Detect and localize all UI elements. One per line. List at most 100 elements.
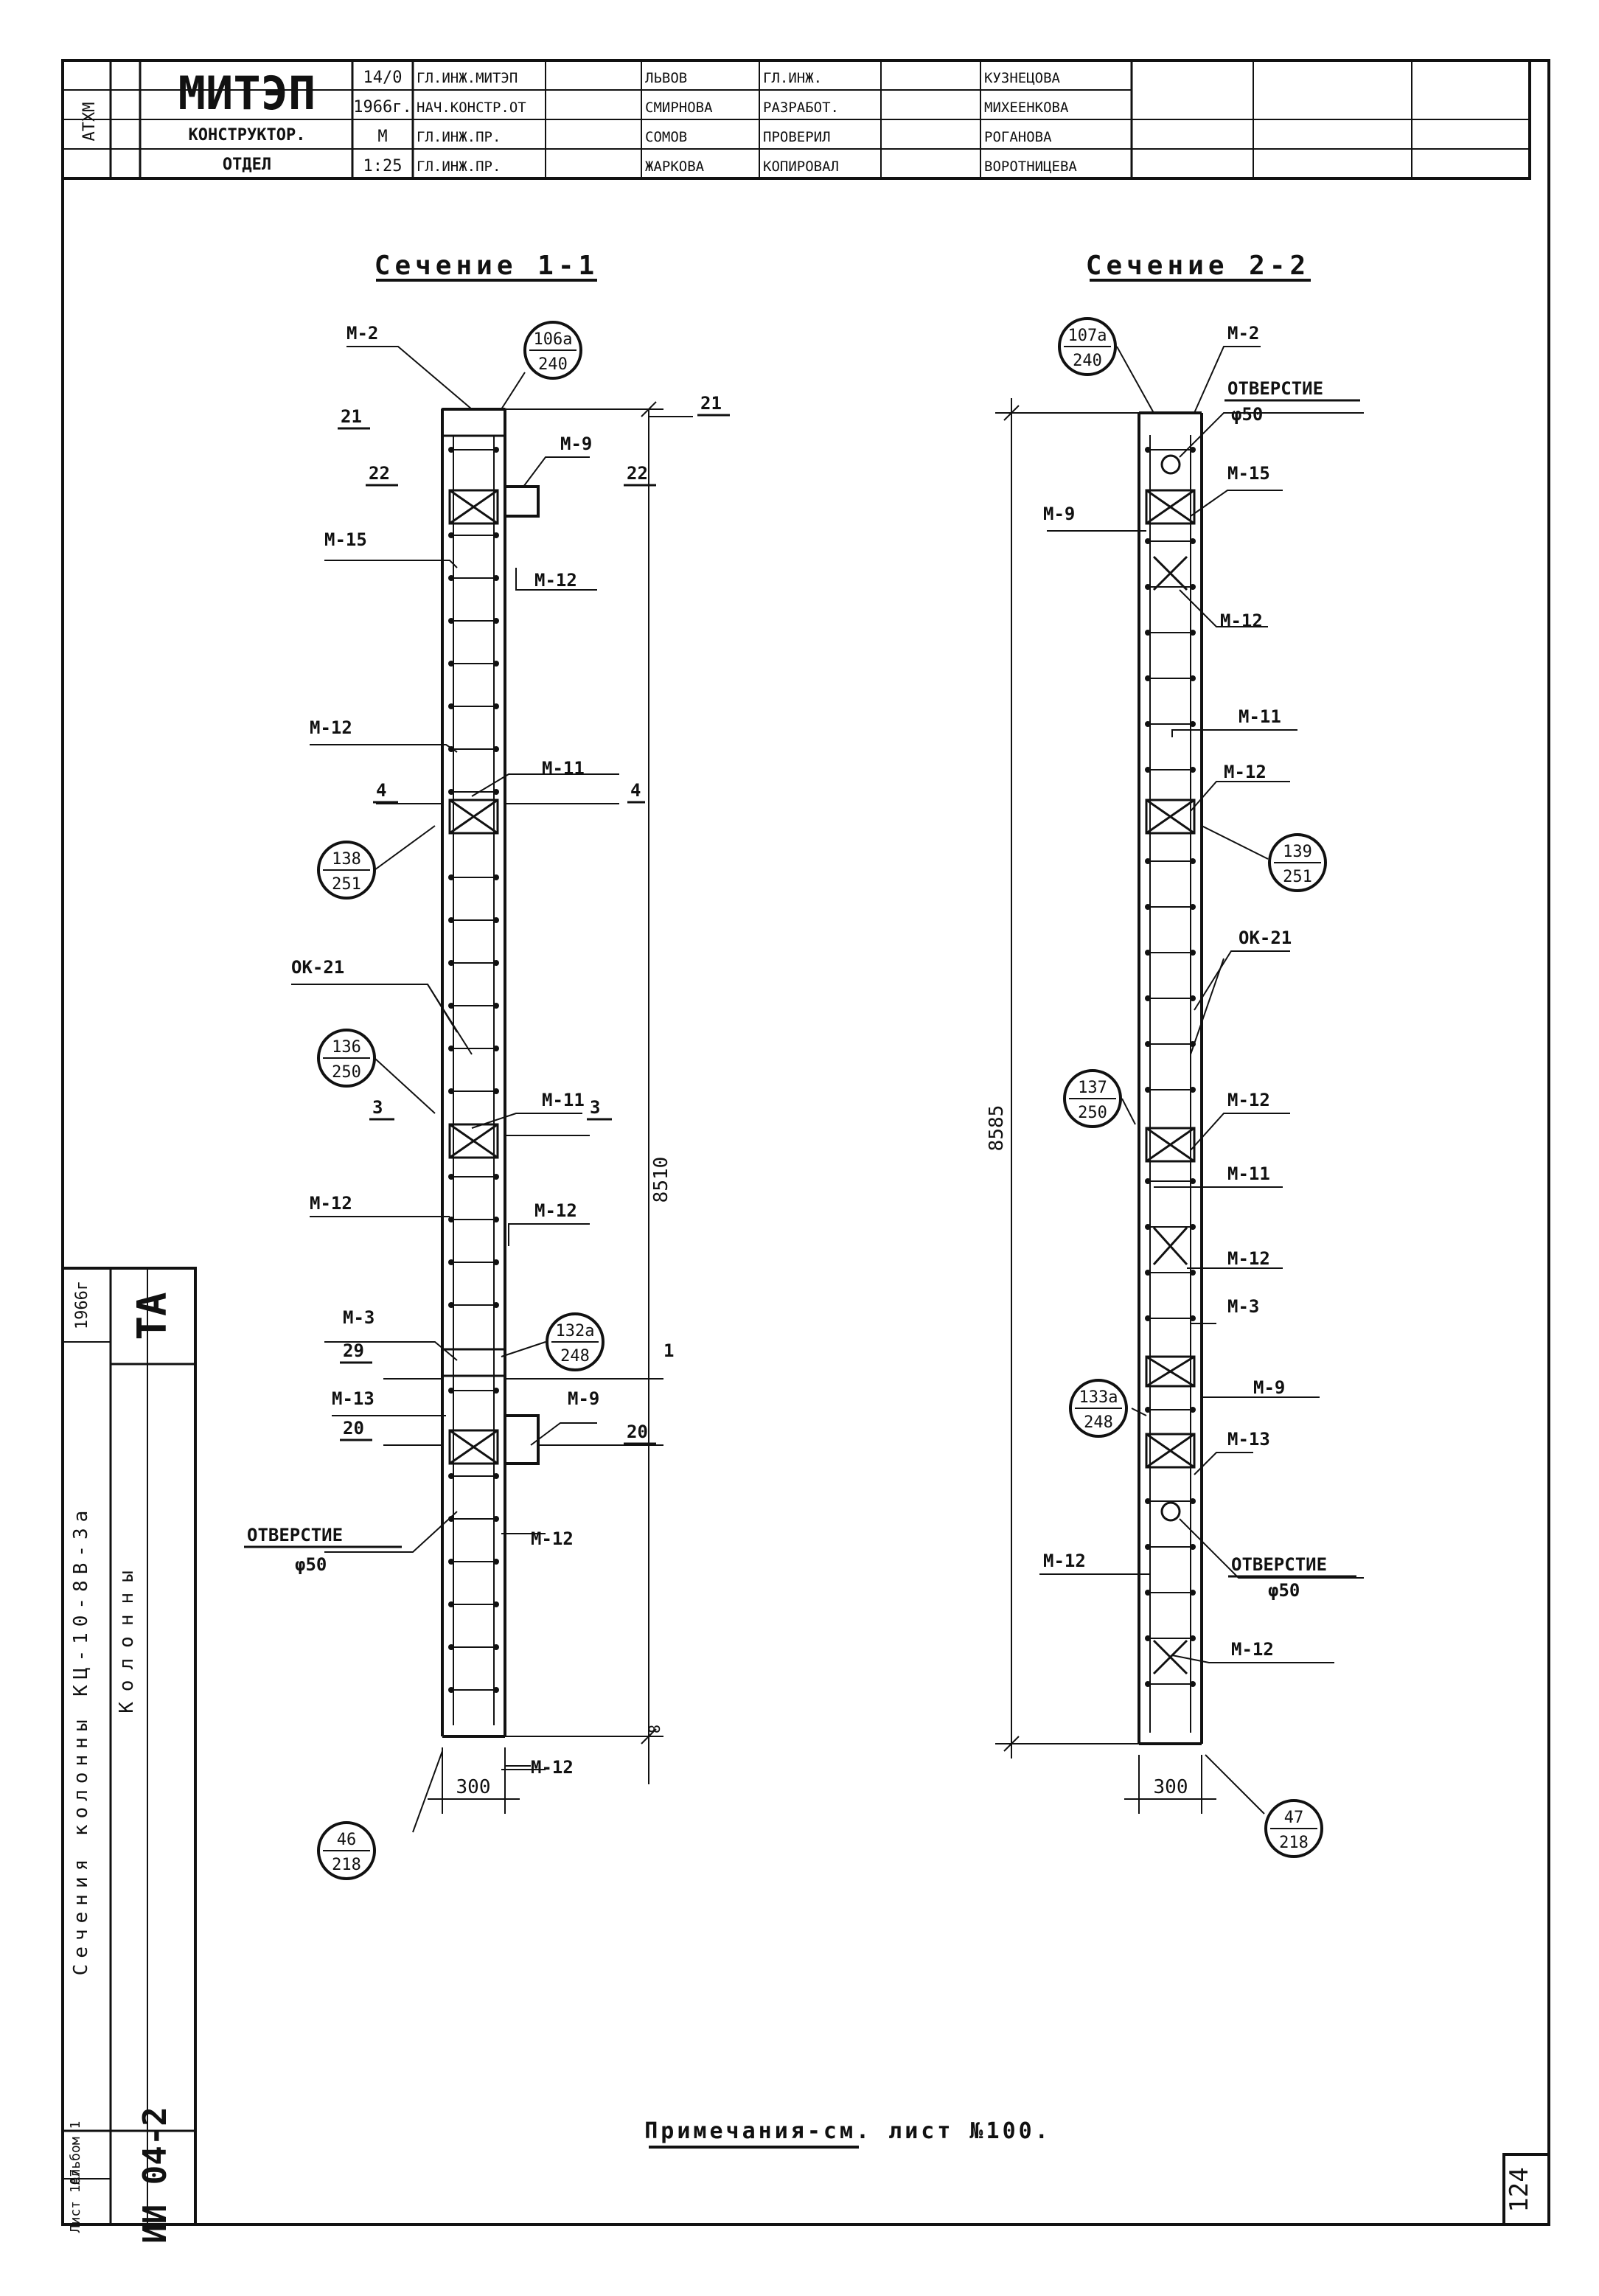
rebar-dot [1145,584,1151,590]
title-block-rows: ГЛ.ИНЖ.МИТЭПНАЧ.КОНСТР.ОТГЛ.ИНЖ.ПР.ГЛ.ИН… [417,70,1077,175]
callout-bottom: 248 [560,1347,590,1366]
callout-circle [317,1821,376,1880]
rebar-dot [1145,995,1151,1001]
rebar-dot [1190,904,1196,910]
cross-plates-1-1 [448,489,499,1465]
rebar-dot [1190,1087,1196,1093]
rebar-dot [1145,858,1151,864]
callout-bottom: 240 [1073,352,1102,370]
side-stamp [61,1267,197,2226]
dim-height-2-2: 8585 [986,1105,1008,1152]
label-m12-f: М-12 [1231,1639,1274,1660]
tb-role-right-4: КОПИРОВАЛ [763,159,839,175]
rebar-dot [1190,1315,1196,1321]
rebar-dot [448,960,454,966]
callout-bottom: 251 [332,875,361,894]
callout-bottom: 240 [538,355,568,374]
stamp-album: Альбом 1 [68,2121,83,2185]
rebar-dot [1145,447,1151,453]
label-m12-c: М-12 [1227,1090,1270,1110]
date-line-1: 14/0 [363,69,403,87]
rebar-dot [1190,950,1196,956]
rebar-dot [1190,1224,1196,1230]
label-m12-a: М-12 [1220,610,1263,631]
date-line-2: 1966г. [353,98,411,116]
callout-circle [523,321,582,380]
label-m3: М-3 [343,1307,375,1328]
rebar-dot [448,1046,454,1051]
rebar-dot [1190,447,1196,453]
callout-circle [1058,317,1117,376]
label-lvl-21b: 21 [700,393,722,414]
org-name: МИТЭП [178,66,316,120]
rebar-dot [493,917,499,923]
rebar-dot [1190,721,1196,727]
dept-line-2: ОТДЕЛ [223,156,271,174]
label-lvl-4b: 4 [630,780,641,801]
rebar-dot [493,532,499,538]
rebar-dot [1145,1270,1151,1276]
rebar-dot [493,1174,499,1180]
rebar-dot [1190,584,1196,590]
rebar-dot [448,1559,454,1565]
rebar-dot [1145,1544,1151,1550]
callout-top: 132а [556,1322,595,1340]
label-lvl-3b: 3 [590,1097,600,1118]
rebar-dot [448,1088,454,1094]
label-lvl-22b: 22 [627,463,648,484]
dimension-8585 [995,398,1216,1814]
rebar-dot [1190,1498,1196,1504]
stirrups-2-2 [1145,447,1196,1687]
label-m2: М-2 [1227,323,1259,344]
label-m11-a: М-11 [542,758,585,779]
rebar-dot [1145,675,1151,681]
rebar-dot [493,1217,499,1222]
callout-circle [317,1029,376,1088]
label-m12-b: М-12 [310,717,352,738]
label-lvl-1: 1 [663,1340,674,1361]
rebar-dot [1190,538,1196,544]
rebar-dot [1145,1041,1151,1047]
label-lvl-22a: 22 [369,463,390,484]
tb-role-right-3: ПРОВЕРИЛ [763,129,831,145]
label-m12-c: М-12 [310,1193,352,1214]
rebar-dot [448,1217,454,1222]
tb-name-left-1: ЛЬВОВ [645,70,687,86]
rebar-dot [1145,1498,1151,1504]
rebar-dot [448,789,454,795]
label-hole-d: φ50 [295,1554,327,1575]
callout-circle [1264,1799,1323,1858]
rebar-dot [493,1259,499,1265]
rebar-dot [1145,630,1151,636]
label-m2: М-2 [346,323,378,344]
leaders-2-2 [1039,346,1364,1815]
stamp-series: ИИ 04-2 [136,2107,174,2243]
rebar-dot [1145,1681,1151,1687]
label-lvl-20a: 20 [343,1418,364,1439]
rebar-dot [448,1003,454,1009]
rebar-dot [493,1601,499,1607]
callout-circle [1268,833,1327,892]
label-ok: ОК-21 [291,957,344,978]
callout-bottom: 218 [1279,1834,1309,1852]
rebar-dot [493,1302,499,1308]
rebar-dot [493,1687,499,1693]
rebar-dot [448,1302,454,1308]
label-m3: М-3 [1227,1296,1259,1317]
sheet-frame [61,59,1550,2226]
rebar-dot [448,917,454,923]
rebar-dot [493,618,499,624]
notes-reference: Примечания-см. лист №100. [644,2118,1051,2144]
rebar-dot [493,746,499,752]
rebar-dot [493,575,499,581]
callout-top: 46 [337,1831,357,1849]
callout-bottom: 250 [332,1063,361,1082]
column-section-1-1 [441,408,540,1738]
label-lvl-4a: 4 [376,780,386,801]
rebar-dot [493,1388,499,1394]
rebar-dot [448,1174,454,1180]
rebar-dot [1190,1681,1196,1687]
callout-top: 136 [332,1038,361,1057]
rebar-dot [1145,1407,1151,1413]
